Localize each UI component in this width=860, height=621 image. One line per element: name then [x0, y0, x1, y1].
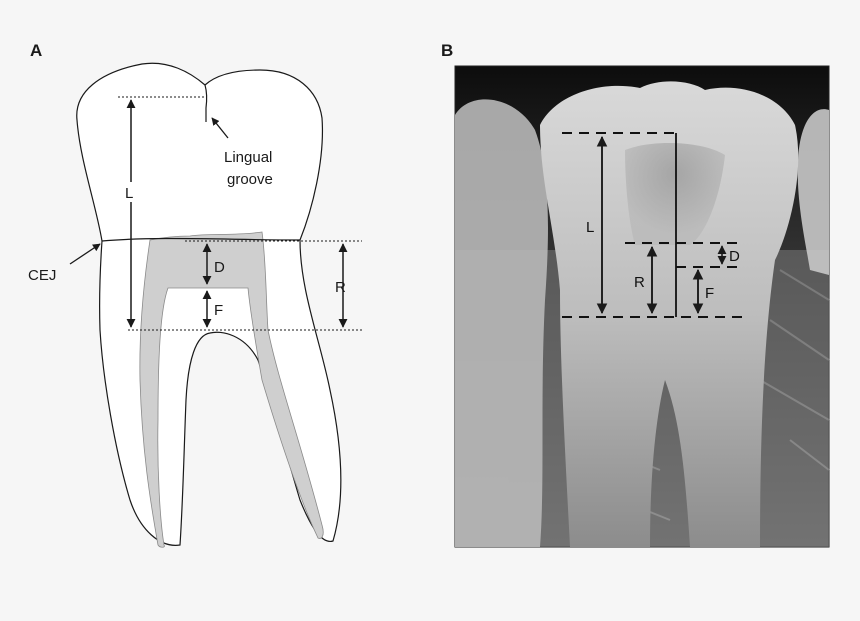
xray-length-label: L — [586, 219, 594, 236]
cej-label: CEJ — [28, 267, 56, 284]
lingual-groove-label-line2: groove — [227, 171, 273, 188]
floor-label: F — [214, 302, 223, 319]
panel-a-letter: A — [30, 41, 42, 60]
neighbour-tooth-left — [455, 99, 548, 547]
cej-line — [101, 237, 301, 242]
length-label: L — [125, 185, 133, 202]
panel-a: A L D F R Lingual groove CEJ — [28, 41, 362, 548]
cej-pointer — [69, 243, 101, 265]
radiograph-pulp — [625, 143, 725, 245]
length-label-bg — [123, 182, 139, 202]
cusp-groove — [204, 84, 208, 122]
neighbour-tooth-right — [797, 109, 829, 275]
panel-b-letter: B — [441, 41, 453, 60]
xray-root-trunk-label: R — [634, 274, 645, 291]
root-trunk-label: R — [335, 279, 346, 296]
pulp-chamber — [139, 231, 324, 548]
lingual-groove-pointer — [211, 117, 229, 139]
xray-floor-label: F — [705, 285, 714, 302]
roof-depth-label: D — [214, 259, 225, 276]
lingual-groove-label-line1: Lingual — [224, 149, 272, 166]
panel-b: B L R F D — [441, 41, 830, 548]
xray-roof-depth-label: D — [729, 248, 740, 265]
